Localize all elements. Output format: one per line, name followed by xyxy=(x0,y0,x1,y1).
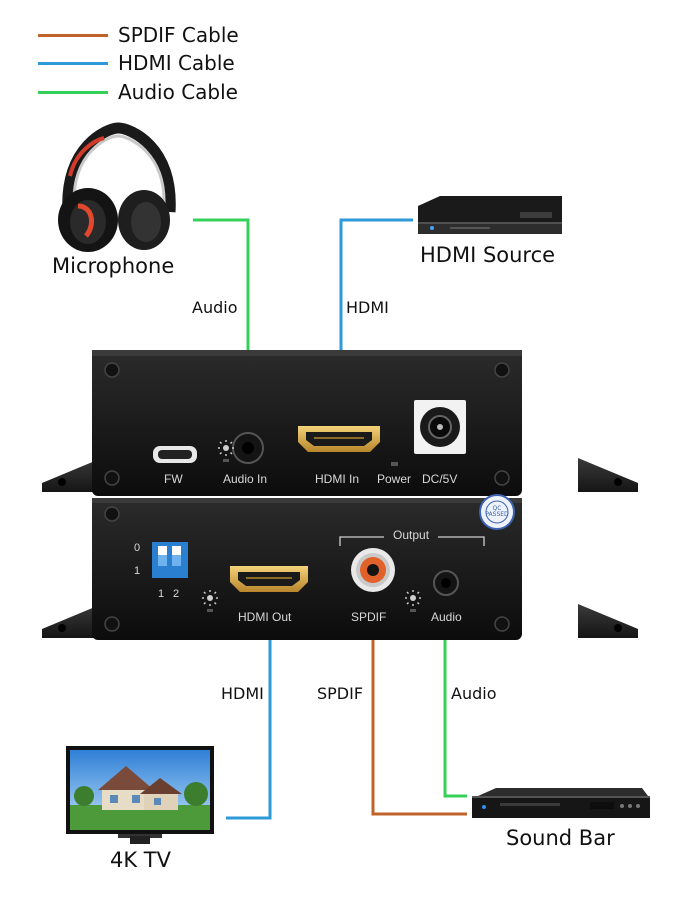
sound-bar-label: Sound Bar xyxy=(506,826,615,850)
legend-spdif-swatch xyxy=(38,33,108,37)
audio-in-indicator-icon xyxy=(218,440,234,462)
bottom-extender-unit xyxy=(42,498,638,640)
hdmi-out-indicator-icon xyxy=(202,590,218,612)
legend-spdif: SPDIF Cable xyxy=(38,23,239,47)
hdmi-out-port-icon xyxy=(230,566,308,592)
dip-on-label: 1 xyxy=(134,565,141,577)
tv-label: 4K TV xyxy=(110,848,172,872)
dip-switch-1-label: 1 xyxy=(158,588,165,600)
tv-icon xyxy=(66,746,214,844)
hdmi-out-port-label: HDMI Out xyxy=(238,610,292,624)
legend-hdmi: HDMI Cable xyxy=(38,51,235,75)
qc-sticker-text: QC PASSED xyxy=(485,505,509,518)
legend-audio: Audio Cable xyxy=(38,80,238,104)
hdmi-source-box-icon xyxy=(418,196,562,234)
sound-bar-icon xyxy=(472,788,650,818)
audio-out-jack-icon xyxy=(433,570,459,596)
dc-power-jack-icon xyxy=(414,400,466,454)
cable-audio-in xyxy=(193,218,250,398)
fw-usb-port-icon xyxy=(153,446,197,463)
spdif-rca-jack-icon xyxy=(351,548,395,592)
power-port-label: Power xyxy=(377,472,412,486)
audio-out-port-label: Audio xyxy=(431,610,462,624)
legend-audio-label: Audio Cable xyxy=(118,80,238,104)
legend-hdmi-label: HDMI Cable xyxy=(118,51,235,75)
dc-port-label: DC/5V xyxy=(422,472,458,486)
headphones-icon xyxy=(58,122,176,252)
microphone-label: Microphone xyxy=(52,254,175,278)
hdmi-in-port-label: HDMI In xyxy=(315,472,360,486)
legend-audio-swatch xyxy=(38,90,108,94)
fw-port-label: FW xyxy=(164,472,183,486)
hdmi-out-cable-label: HDMI xyxy=(221,684,264,703)
legend-spdif-label: SPDIF Cable xyxy=(118,23,239,47)
spdif-out-cable-label: SPDIF xyxy=(317,684,364,703)
power-led-icon xyxy=(391,462,398,466)
dip-switch-2-label: 2 xyxy=(173,588,180,600)
output-group-label: Output xyxy=(393,528,430,542)
cable-hdmi-in xyxy=(339,218,413,400)
hdmi-in-port-icon xyxy=(298,426,380,452)
hdmi-source-label: HDMI Source xyxy=(420,243,556,267)
dip-off-label: 0 xyxy=(134,542,141,554)
cable-audio-out xyxy=(443,640,467,798)
dip-switch-icon xyxy=(152,542,188,578)
legend-hdmi-swatch xyxy=(38,61,108,65)
audio-out-indicator-icon xyxy=(405,590,421,612)
cable-spdif-out xyxy=(371,640,467,816)
audio-out-cable-label: Audio xyxy=(451,684,497,703)
audio-in-jack-icon xyxy=(232,432,264,464)
audio-in-port-label: Audio In xyxy=(223,472,268,486)
hdmi-in-cable-label: HDMI xyxy=(346,298,389,317)
qc-sticker-icon xyxy=(479,494,515,530)
audio-in-cable-label: Audio xyxy=(192,298,238,317)
cable-hdmi-out xyxy=(226,640,272,820)
spdif-port-label: SPDIF xyxy=(351,610,387,624)
output-bracket xyxy=(339,536,485,546)
top-extender-unit xyxy=(42,350,638,496)
